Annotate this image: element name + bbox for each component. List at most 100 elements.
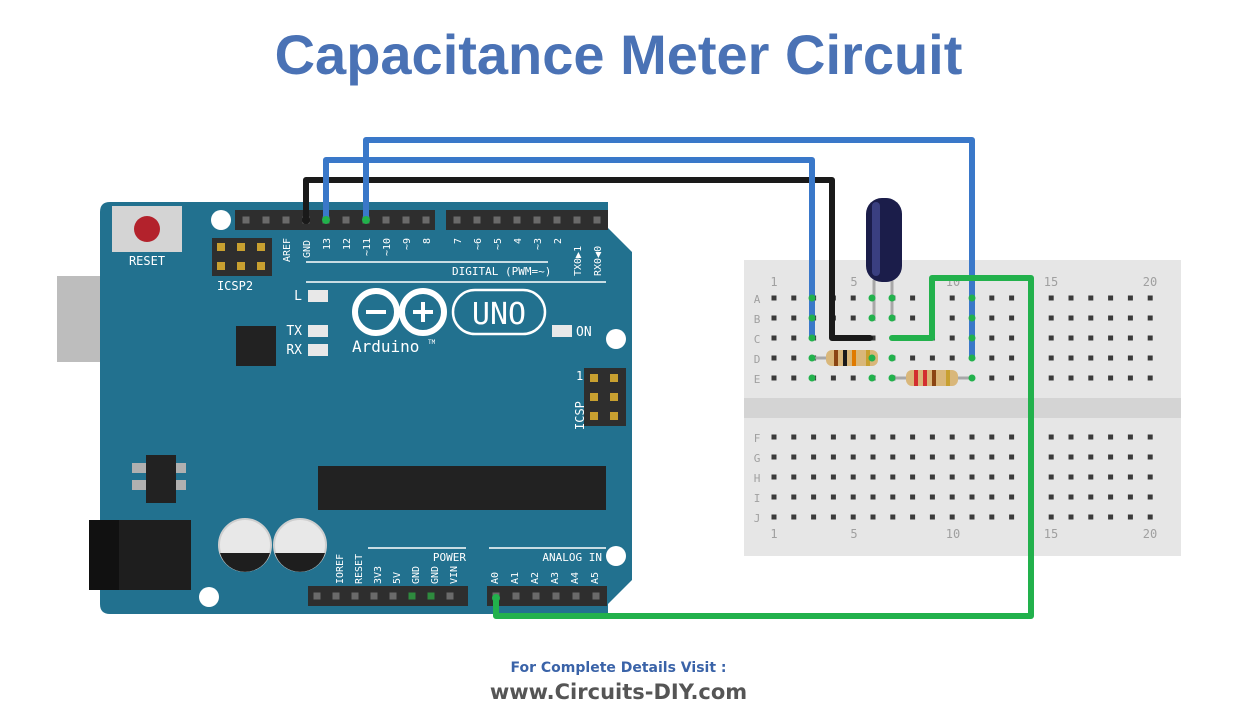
breadboard-hole xyxy=(1127,315,1133,321)
breadboard-hole xyxy=(1009,494,1015,500)
logo-loop-left xyxy=(352,288,400,336)
resistor-band xyxy=(914,370,918,386)
connected-hole xyxy=(968,374,976,382)
breadboard-hole xyxy=(1068,355,1074,361)
breadboard-hole xyxy=(929,454,935,460)
breadboard-hole xyxy=(811,474,817,480)
breadboard-hole xyxy=(850,454,856,460)
breadboard-hole xyxy=(1068,474,1074,480)
led-on-label: ON xyxy=(576,325,592,340)
breadboard-hole xyxy=(969,514,975,520)
header-pin xyxy=(237,262,245,270)
breadboard-hole xyxy=(850,315,856,321)
pin-label-4: 4 xyxy=(513,238,524,244)
breadboard-hole xyxy=(830,454,836,460)
breadboard-hole xyxy=(1048,474,1054,480)
breadboard-hole xyxy=(791,335,797,341)
footer-website-link[interactable]: www.Circuits-DIY.com xyxy=(489,680,748,704)
breadboard-hole xyxy=(890,514,896,520)
wire-black-gnd xyxy=(303,177,873,341)
connected-hole xyxy=(968,294,976,302)
breadboard-hole xyxy=(1048,494,1054,500)
header-pin xyxy=(257,262,265,270)
breadboard-hole xyxy=(850,295,856,301)
arduino-logo-tm: TM xyxy=(428,339,436,346)
digital-header-label: DIGITAL (PWM=~) xyxy=(452,265,551,278)
breadboard-hole xyxy=(811,454,817,460)
led-rx xyxy=(308,344,328,356)
breadboard-hole xyxy=(949,454,955,460)
breadboard-hole xyxy=(929,474,935,480)
pin-label-a4: A4 xyxy=(570,572,581,584)
wire-endpoints xyxy=(302,216,500,602)
pin-label-aref: AREF xyxy=(282,238,293,262)
breadboard-hole xyxy=(1048,355,1054,361)
digital-header-left xyxy=(235,210,435,230)
row-label: J xyxy=(754,512,761,525)
minus-icon xyxy=(366,310,386,314)
breadboard-hole xyxy=(771,494,777,500)
breadboard-hole xyxy=(771,474,777,480)
column-number: 20 xyxy=(1143,275,1157,289)
breadboard-hole xyxy=(949,514,955,520)
row-label: B xyxy=(754,313,761,326)
header-pin xyxy=(610,374,618,382)
icsp2-label: ICSP2 xyxy=(217,279,253,293)
breadboard-hole xyxy=(969,454,975,460)
breadboard-hole xyxy=(929,355,935,361)
header-pin xyxy=(590,374,598,382)
header-pin xyxy=(427,592,435,600)
breadboard-hole xyxy=(1108,494,1114,500)
breadboard-hole xyxy=(870,434,876,440)
pin-label-gnd: GND xyxy=(302,240,313,258)
header-pin xyxy=(332,592,340,600)
header-pin xyxy=(592,592,600,600)
breadboard-hole xyxy=(1147,315,1153,321)
pin-label-3v3: 3V3 xyxy=(373,566,384,584)
breadboard-hole xyxy=(870,494,876,500)
atmega-chip xyxy=(318,466,606,510)
breadboard-hole xyxy=(949,434,955,440)
breadboard-hole xyxy=(771,335,777,341)
breadboard-hole xyxy=(791,315,797,321)
breadboard-hole xyxy=(1127,335,1133,341)
reset-button[interactable] xyxy=(134,216,160,242)
pin-label-a5: A5 xyxy=(590,572,601,584)
header-pin xyxy=(389,592,397,600)
column-number: 20 xyxy=(1143,527,1157,541)
breadboard-hole xyxy=(1127,355,1133,361)
capacitor-highlight xyxy=(872,202,880,276)
header-pin xyxy=(590,412,598,420)
header-pin xyxy=(573,216,581,224)
breadboard-hole xyxy=(791,355,797,361)
breadboard-hole xyxy=(929,514,935,520)
breadboard-hole xyxy=(850,494,856,500)
arduino-logo: Arduino TM UNO xyxy=(352,288,547,356)
connected-hole xyxy=(808,294,816,302)
breadboard-hole xyxy=(771,454,777,460)
connected-hole xyxy=(868,314,876,322)
column-number: 5 xyxy=(850,527,857,541)
breadboard-hole xyxy=(791,474,797,480)
column-number: 1 xyxy=(770,275,777,289)
breadboard-hole xyxy=(989,494,995,500)
mounting-hole xyxy=(211,210,231,230)
breadboard-hole xyxy=(989,295,995,301)
pin-label-a1: A1 xyxy=(510,572,521,584)
breadboard-hole xyxy=(910,514,916,520)
breadboard-hole xyxy=(1009,454,1015,460)
pin-label-2: 2 xyxy=(553,238,564,244)
pin-label-7: 7 xyxy=(453,238,464,244)
breadboard-hole xyxy=(1009,315,1015,321)
column-number: 15 xyxy=(1044,527,1058,541)
breadboard-divider xyxy=(744,398,1181,418)
breadboard-hole xyxy=(1068,494,1074,500)
mounting-hole xyxy=(606,329,626,349)
breadboard-hole xyxy=(1048,434,1054,440)
breadboard-hole xyxy=(1108,355,1114,361)
capacitor-body xyxy=(866,198,902,282)
breadboard-hole xyxy=(791,295,797,301)
breadboard-hole xyxy=(969,494,975,500)
breadboard-hole xyxy=(989,375,995,381)
pin-label-rx: RX0◀0 xyxy=(593,246,604,276)
